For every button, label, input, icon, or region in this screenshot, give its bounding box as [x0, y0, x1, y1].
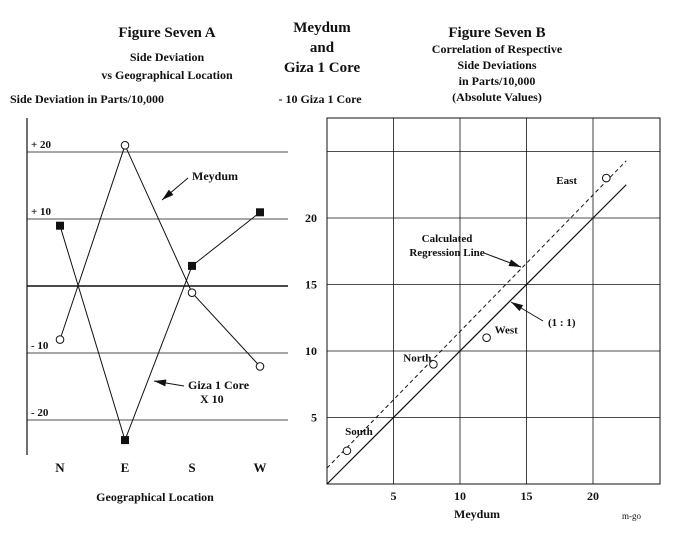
credit-label: m-go	[622, 511, 641, 521]
figure-b-ytick-label: 15	[305, 278, 317, 292]
figure-b-point-label: East	[556, 175, 577, 187]
figure-b-arrow-one-to-one-head	[511, 302, 524, 312]
figure-a-point-circle	[255, 362, 265, 371]
figure-b-xtick-label: 15	[521, 489, 533, 503]
figure-b-annotation-regression-2: Regression Line	[409, 247, 484, 259]
figure-b-subtitle-1: Correlation of Respective	[431, 42, 563, 56]
figure-b-point	[482, 333, 491, 343]
figure-a-point-circle	[55, 335, 65, 344]
figure-b-point	[342, 446, 352, 456]
figure-b-arrow-regression-head	[508, 259, 521, 267]
figure-b-point-label: West	[495, 325, 519, 337]
figure-b-frame	[326, 117, 661, 485]
figure-b-xtick-label: 20	[587, 489, 599, 503]
figure-a-annotation-giza-2: X 10	[200, 392, 224, 406]
figure-b-annotation-regression: Calculated	[422, 233, 473, 245]
figure-a-subtitle-2: vs Geographical Location	[101, 68, 233, 82]
middle-title-3: Giza 1 Core	[283, 60, 361, 76]
figure-a-title: Figure Seven A	[118, 25, 216, 41]
figure-b-title: Figure Seven B	[448, 25, 546, 41]
figure-a-subtitle-1: Side Deviation	[129, 50, 205, 64]
figure-a-series-line-1	[59, 211, 261, 442]
figure-a-annotation-giza: Giza 1 Core	[188, 378, 250, 392]
figure-a-point-square	[121, 436, 129, 445]
figure-a-ytick-label: + 10	[31, 206, 52, 218]
figure-b-ytick-label: 10	[305, 344, 317, 358]
figure-b-line-1	[326, 160, 627, 469]
figure-a-point-square	[256, 208, 264, 217]
figure-a-point-circle	[120, 141, 130, 150]
figure-b-point	[602, 173, 611, 183]
figure-b-ytick-label: 5	[311, 411, 317, 425]
figure-b-xtick-label: 5	[391, 489, 397, 503]
figure-a-xtick-label: E	[121, 460, 130, 475]
figure-a-ytick-label: - 10	[31, 340, 49, 352]
figure-a-xlabel: Geographical Location	[96, 490, 214, 504]
figure-a-point-circle	[187, 288, 197, 298]
figure-a-point-square	[56, 221, 64, 230]
figure-a-arrow-giza-head	[154, 379, 167, 387]
figure-b-point-label: South	[345, 426, 373, 438]
figure-a-xtick-label: S	[188, 460, 195, 475]
figure-b-point-label: North	[403, 352, 431, 364]
middle-title-2: and	[309, 40, 335, 56]
figure-a-arrow-meydum-head	[162, 189, 174, 200]
figure-a-ylabel: Side Deviation in Parts/10,000	[10, 92, 165, 106]
figure-a-xtick-label: W	[254, 460, 267, 475]
figure-b-subtitle-3: in Parts/10,000	[458, 74, 536, 88]
figure-b-xlabel: Meydum	[454, 507, 500, 521]
figure-b-line-0	[326, 184, 627, 485]
figure-b-point	[429, 360, 438, 369]
figure-a-xtick-label: N	[55, 460, 65, 475]
middle-title-1: Meydum	[293, 20, 351, 36]
figure-a-annotation-meydum: Meydum	[192, 169, 238, 183]
figure-a-ytick-label: - 20	[31, 407, 49, 419]
figure-b-xtick-label: 10	[454, 489, 466, 503]
middle-note: - 10 Giza 1 Core	[278, 92, 362, 106]
figure-a-series-line-0	[59, 143, 261, 367]
figure-b-annotation-one-to-one: (1 : 1)	[548, 317, 576, 329]
figure-b-ytick-label: 20	[305, 211, 317, 225]
figure-b-subtitle-4: (Absolute Values)	[452, 90, 542, 104]
figure-b-subtitle-2: Side Deviations	[457, 58, 537, 72]
figure-a-ytick-label: + 20	[31, 139, 52, 151]
figure-a-point-square	[188, 261, 196, 270]
